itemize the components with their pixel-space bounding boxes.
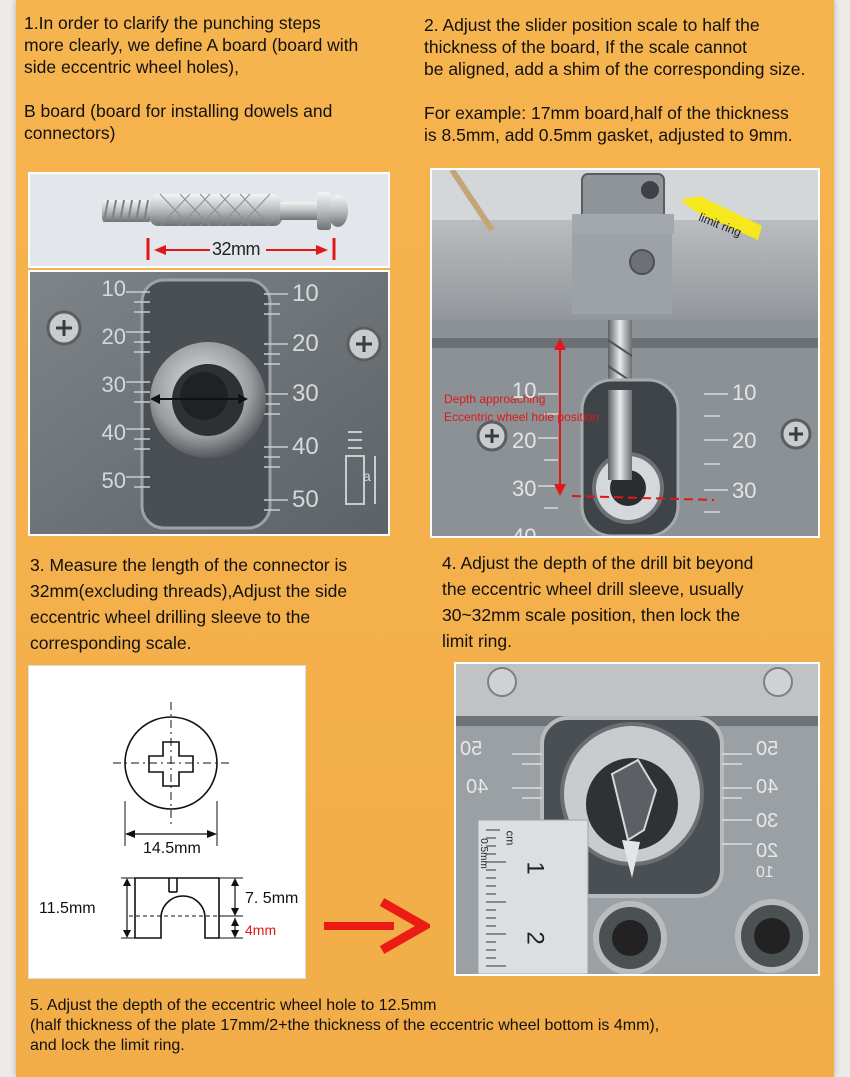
instruction-page: 1.In order to clarify the punching steps… — [16, 0, 834, 1077]
step1-text: 1.In order to clarify the punching steps… — [24, 12, 409, 144]
scale-number: 50 — [460, 738, 483, 760]
side-sleeve-scale-photo: 10 20 30 40 50 10 20 30 40 50 a — [28, 270, 390, 536]
screw-icon — [476, 420, 508, 452]
upper-dimension: 7. 5mm — [245, 890, 299, 907]
connector-length-label: 32mm — [212, 239, 261, 259]
screw-icon — [46, 310, 82, 346]
step1-line: 1.In order to clarify the punching steps — [24, 13, 321, 33]
dowel-connector-image — [102, 192, 348, 230]
scale-number: 50 — [756, 738, 779, 760]
screw-icon — [780, 418, 812, 450]
step4-line: limit ring. — [442, 631, 513, 651]
scale-number: 20 — [512, 428, 537, 453]
side-view-drawing — [121, 877, 243, 939]
step3-line: eccentric wheel drilling sleeve to the — [30, 607, 311, 627]
drill-limit-ring-photo: limit ring Depth approaching Eccentric w… — [430, 168, 820, 538]
scale-number: 10 — [292, 280, 319, 307]
scale-number: 10 — [732, 380, 757, 405]
top-view-drawing — [113, 702, 229, 846]
step2-line: thickness of the board, If the scale can… — [424, 37, 747, 57]
step5-line: (half thickness of the plate 17mm/2+the … — [30, 1017, 660, 1034]
thread-stamp — [345, 431, 376, 505]
eccentric-wheel-diagram: 14.5mm 11.5mm 7. 5mm 4mm — [28, 665, 306, 979]
step1-line: connectors) — [24, 123, 116, 143]
screw-icon — [487, 667, 517, 697]
step2-text: 2. Adjust the slider position scale to h… — [424, 14, 834, 146]
scale-number: 20 — [732, 428, 757, 453]
screw-icon — [346, 326, 382, 362]
connector-photo: 32mm — [28, 172, 390, 268]
dimension-marker — [146, 238, 336, 260]
step1-line: B board (board for installing dowels and — [24, 101, 333, 121]
scale-number: 40 — [512, 524, 537, 538]
step2-line: is 8.5mm, add 0.5mm gasket, adjusted to … — [424, 125, 793, 145]
step5-line: and lock the limit ring. — [30, 1037, 185, 1054]
scale-number: 50 — [292, 486, 319, 513]
step3-text: 3. Measure the length of the connector i… — [30, 552, 410, 656]
step4-text: 4. Adjust the depth of the drill bit bey… — [442, 550, 822, 654]
scale-number: 40 — [756, 776, 779, 798]
thread-stamp-letter: a — [363, 468, 371, 484]
ruler-number: 1 — [521, 861, 549, 875]
scale-number: 20 — [756, 840, 779, 862]
steel-ruler-markings: 0.5mm cm 1 2 — [478, 820, 588, 974]
ruler-number: 2 — [521, 931, 549, 945]
scale-number: 10 — [101, 276, 126, 301]
limit-ring-pointer — [680, 196, 762, 240]
scale-number: 30 — [101, 372, 126, 397]
scale-number: 30 — [732, 478, 757, 503]
step3-line: 3. Measure the length of the connector i… — [30, 555, 348, 575]
right-arrow-icon — [324, 898, 430, 954]
depth-annotation — [559, 344, 715, 501]
lower-dimension: 4mm — [245, 922, 277, 938]
step3-line: 32mm(excluding threads),Adjust the side — [30, 581, 348, 601]
width-dimension: 14.5mm — [143, 840, 201, 857]
screw-icon — [763, 667, 793, 697]
scale-number: 40 — [292, 433, 319, 460]
scale-number: 20 — [101, 324, 126, 349]
step4-line: the eccentric wheel drill sleeve, usuall… — [442, 579, 744, 599]
scale-number: 50 — [101, 468, 126, 493]
step2-line: 2. Adjust the slider position scale to h… — [424, 15, 760, 35]
step5-text: 5. Adjust the depth of the eccentric whe… — [30, 996, 830, 1056]
step5-line: 5. Adjust the depth of the eccentric whe… — [30, 997, 437, 1014]
scale-number: 10 — [756, 864, 774, 881]
step4-line: 4. Adjust the depth of the drill bit bey… — [442, 553, 754, 573]
scale-number: 30 — [512, 476, 537, 501]
ruler-unit: cm — [503, 830, 516, 846]
step4-line: 30~32mm scale position, then lock the — [442, 605, 741, 625]
step1-line: side eccentric wheel holes), — [24, 57, 239, 77]
ruler-unit: 0.5mm — [477, 838, 489, 869]
scale-number: 30 — [292, 380, 319, 407]
depth-note-line2: Eccentric wheel hole position — [444, 410, 599, 424]
scale-number: 10 — [512, 378, 537, 403]
scale-number: 40 — [101, 420, 126, 445]
step2-line: For example: 17mm board,half of the thic… — [424, 103, 789, 123]
depth-note-line1: Depth approaching — [444, 392, 546, 406]
scale-number: 40 — [466, 776, 489, 798]
scale-number: 30 — [756, 810, 779, 832]
step2-line: be aligned, add a shim of the correspond… — [424, 59, 806, 79]
step3-line: corresponding scale. — [30, 633, 192, 653]
step1-line: more clearly, we define A board (board w… — [24, 35, 359, 55]
ruler-measure-photo: 50 50 40 40 30 20 10 0.5mm cm 1 2 — [454, 662, 820, 976]
height-dimension: 11.5mm — [39, 900, 96, 917]
scale-number: 20 — [292, 330, 319, 357]
